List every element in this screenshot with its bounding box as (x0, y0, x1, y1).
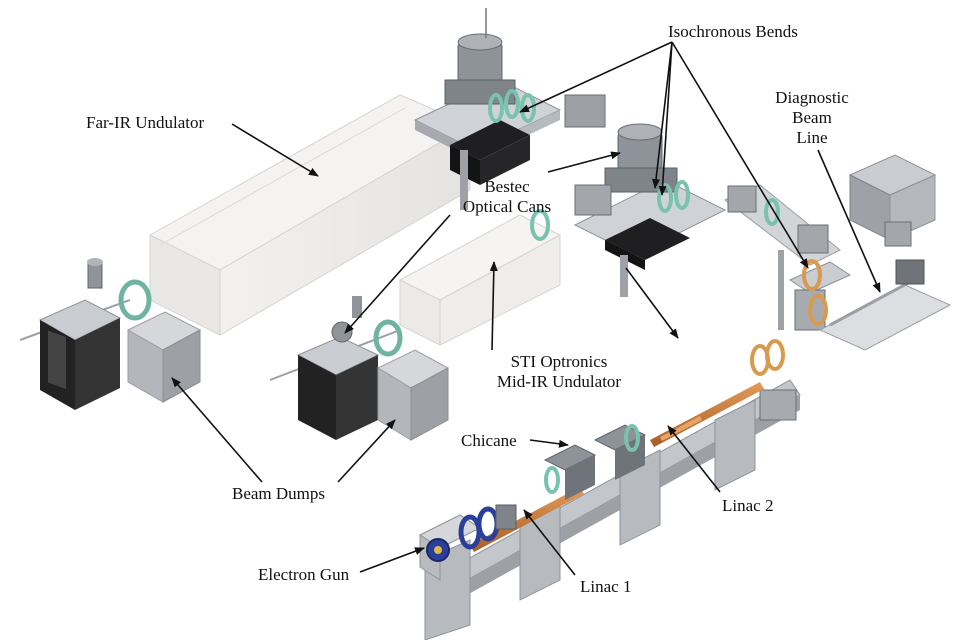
label-isochronous-bends: Isochronous Bends (668, 22, 798, 41)
arrow-beam-dumps-middle (337, 419, 396, 483)
label-diagnostic-line-3: Line (796, 128, 828, 147)
arrow-linac-1 (523, 509, 576, 576)
mid-ir-undulator-body (398, 214, 562, 346)
diagnostic-beam-line (818, 154, 952, 351)
label-diagnostic-line-1: Diagnostic (775, 88, 849, 107)
label-diagnostic-line-2: Beam (792, 108, 832, 127)
arrow-diagnostic-beam-line (817, 149, 881, 293)
label-sti-line-2: Mid-IR Undulator (496, 372, 622, 391)
arrow-bestec-1 (547, 151, 621, 173)
label-bestec-optical-cans: Bestec Optical Cans (452, 177, 562, 217)
arrow-isochronous-bends-1 (519, 41, 673, 113)
annotation-arrows (171, 41, 881, 576)
label-chicane: Chicane (461, 431, 517, 450)
arrow-far-ir-undulator (231, 123, 319, 177)
arrow-beam-dumps-left (171, 377, 263, 483)
label-bestec-line-1: Bestec (484, 177, 530, 196)
arrow-isochronous-bends-2 (652, 41, 673, 189)
label-linac-1: Linac 1 (580, 577, 632, 596)
label-beam-dumps: Beam Dumps (232, 484, 326, 503)
label-diagnostic-beam-line: Diagnostic Beam Line (762, 88, 862, 148)
return-arc (724, 184, 852, 331)
arrow-isochronous-bends-3 (658, 41, 673, 196)
far-ir-undulator-body (148, 94, 472, 336)
label-linac-2: Linac 2 (722, 496, 774, 515)
arrow-electron-gun (359, 547, 425, 573)
isochronous-bend-upper (413, 8, 606, 210)
label-electron-gun: Electron Gun (258, 565, 350, 584)
isochronous-bend-lower (530, 123, 727, 297)
arrow-isochronous-bends-4 (671, 41, 809, 269)
arrow-sti-optronics (489, 261, 498, 351)
linac-beam-line (418, 339, 801, 640)
label-sti-optronics: STI Optronics Mid-IR Undulator (478, 352, 640, 392)
label-bestec-line-2: Optical Cans (462, 197, 552, 216)
arrow-linac-2 (667, 425, 721, 493)
label-far-ir-undulator: Far-IR Undulator (86, 113, 205, 132)
arrow-bestec-2 (344, 214, 451, 334)
arrow-chicane (529, 439, 569, 448)
arrow-return-arc (625, 267, 679, 339)
beam-dump-station-middle (269, 296, 450, 441)
label-sti-line-1: STI Optronics (510, 352, 608, 371)
